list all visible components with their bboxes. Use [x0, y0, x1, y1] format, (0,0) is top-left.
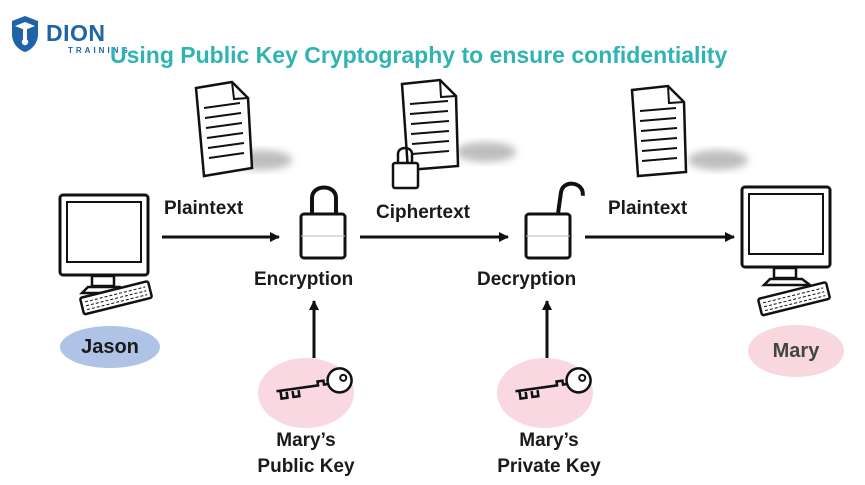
private-key-owner: Mary’s: [519, 430, 579, 451]
plaintext-document-icon: [194, 80, 292, 178]
private-key-icon: [515, 367, 592, 401]
public-key-label: Mary’s Public Key: [236, 428, 376, 480]
encryption-label: Encryption: [254, 269, 354, 290]
page-title: Using Public Key Cryptography to ensure …: [110, 42, 728, 68]
dion-training-logo: DION TRAINING: [8, 12, 131, 55]
brand-sub: TRAINING: [68, 46, 131, 55]
ciphertext-document-icon: [400, 78, 516, 172]
ciphertext-label: Ciphertext: [376, 202, 470, 223]
shield-icon: [12, 16, 38, 52]
private-key-name: Private Key: [497, 456, 601, 477]
decrypted-document-icon: [630, 84, 748, 178]
receiver-computer-icon: [740, 185, 832, 317]
small-padlock-icon: [391, 146, 420, 190]
receiver-name-badge: Mary: [748, 325, 844, 377]
unlocked-padlock-icon: [524, 181, 585, 260]
brand-name: DION: [46, 20, 106, 46]
plaintext-label-right: Plaintext: [608, 198, 688, 219]
public-key-icon: [276, 367, 353, 401]
public-key-name: Public Key: [257, 456, 355, 477]
private-key-label: Mary’s Private Key: [474, 428, 624, 480]
receiver-name: Mary: [772, 339, 820, 362]
public-key-owner: Mary’s: [276, 430, 336, 451]
sender-name: Jason: [81, 335, 139, 358]
locked-padlock-icon: [299, 185, 347, 260]
sender-computer-icon: [58, 193, 153, 316]
sender-name-badge: Jason: [60, 326, 160, 368]
decryption-label: Decryption: [477, 269, 577, 290]
plaintext-label-left: Plaintext: [164, 198, 244, 219]
